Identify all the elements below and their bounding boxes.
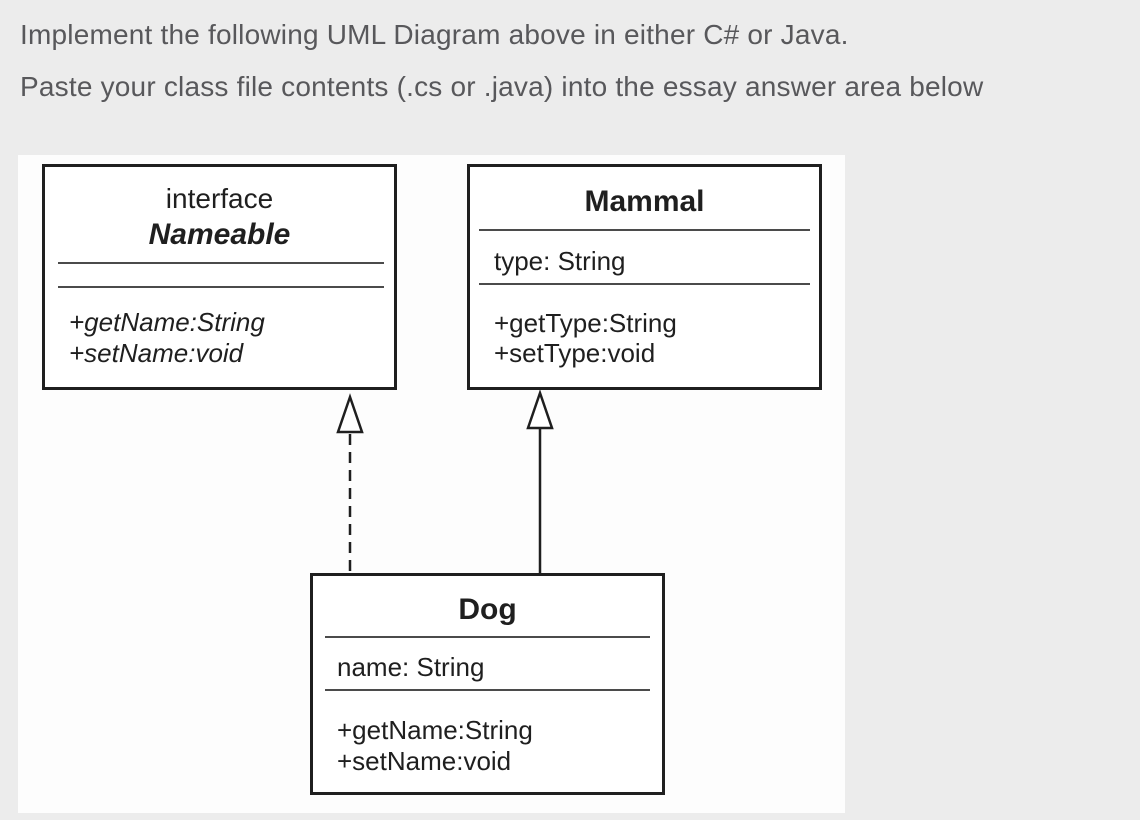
class-name-mammal: Mammal xyxy=(584,185,705,218)
separator-line xyxy=(58,262,384,264)
separator-line xyxy=(479,229,810,231)
realization-arrowhead xyxy=(336,393,364,434)
class-name-nameable: Nameable xyxy=(148,218,291,251)
class-name-dog: Dog xyxy=(458,593,517,626)
question-text-line-2: Paste your class file contents (.cs or .… xyxy=(20,71,984,102)
uml-diagram-image: interface Nameable +getName:String +setN… xyxy=(18,155,845,813)
method-item: +setType:void xyxy=(494,338,656,368)
stereotype-label: interface xyxy=(165,183,274,214)
method-item: +getName:String xyxy=(69,307,265,337)
inheritance-arrowhead xyxy=(526,389,554,430)
method-item: +setName:void xyxy=(337,746,512,776)
separator-line xyxy=(479,283,810,285)
separator-line xyxy=(58,286,384,288)
separator-line xyxy=(325,689,650,691)
attribute-item: name: String xyxy=(337,652,485,682)
uml-class-box-mammal: Mammal type: String +getType:String +set… xyxy=(467,164,822,390)
uml-connectors xyxy=(336,389,554,574)
separator-line xyxy=(325,636,650,638)
uml-class-box-dog: Dog name: String +getName:String +setNam… xyxy=(310,573,665,795)
method-item: +getName:String xyxy=(337,715,533,745)
attribute-item: type: String xyxy=(494,246,626,276)
question-text-line-1: Implement the following UML Diagram abov… xyxy=(20,19,849,50)
method-item: +setName:void xyxy=(69,338,244,368)
method-item: +getType:String xyxy=(494,308,677,338)
uml-class-box-nameable: interface Nameable +getName:String +setN… xyxy=(42,164,397,390)
